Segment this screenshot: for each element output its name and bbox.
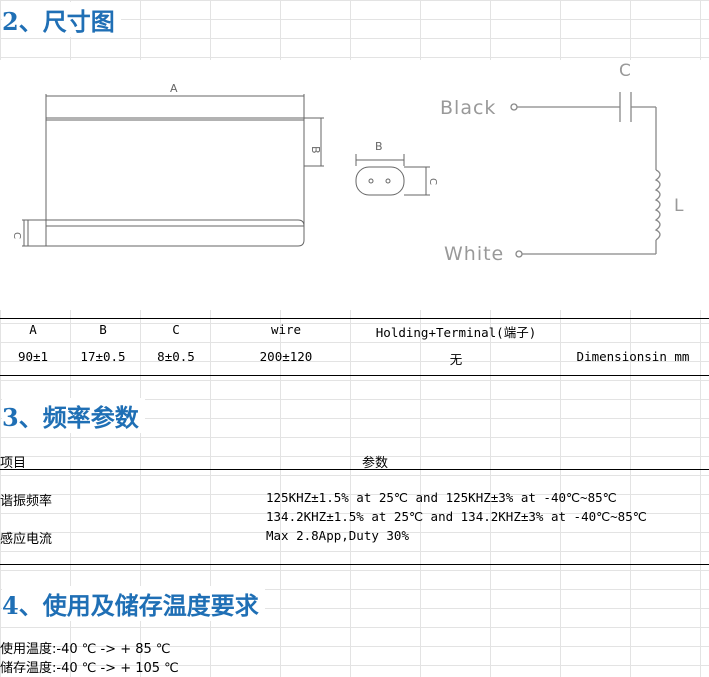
dim-value-terminal: 无 <box>449 352 463 367</box>
end-view <box>355 154 430 196</box>
table-rule-bottom <box>0 375 709 376</box>
temp-operating: 使用温度:-40 ℃ -> + 85 ℃ <box>0 642 171 657</box>
circuit-diagram <box>510 92 661 258</box>
dimension-drawing: A B C B C Black White C L <box>0 60 709 310</box>
section-title-dimensions: 2、尺寸图 <box>2 2 121 37</box>
dim-header-a: A <box>29 322 37 337</box>
dim-header-b: B <box>99 322 107 337</box>
dim-label-c-side: C <box>11 232 22 239</box>
dim-value-c: 8±0.5 <box>157 349 195 364</box>
section-title-temperature: 4、使用及储存温度要求 <box>2 586 265 621</box>
temp-storage: 储存温度:-40 ℃ -> + 105 ℃ <box>0 661 179 676</box>
top-view <box>45 94 324 227</box>
freq-row-resonant-line1: 125KHZ±1.5% at 25℃ and 125KHZ±3% at -40℃… <box>266 490 617 505</box>
dim-header-terminal: Holding+Terminal(端子) <box>375 325 537 340</box>
freq-row-current-value: Max 2.8App,Duty 30% <box>266 528 409 543</box>
dim-header-wire: wire <box>270 322 302 337</box>
dim-label-c-end: C <box>427 178 438 185</box>
dim-header-c: C <box>172 322 180 337</box>
section-title-frequency: 3、频率参数 <box>2 398 145 433</box>
freq-row-current-label: 感应电流 <box>0 532 53 547</box>
freq-row-resonant-label: 谐振频率 <box>0 494 53 509</box>
freq-bottom-rule <box>0 564 709 565</box>
dim-value-wire: 200±120 <box>259 349 313 364</box>
freq-header-param: 参数 <box>362 456 389 471</box>
table-rule-top <box>0 318 709 319</box>
dim-value-a: 90±1 <box>17 349 49 364</box>
freq-header-item: 项目 <box>0 456 27 471</box>
circuit-label-l: L <box>674 196 684 216</box>
dim-label-a: A <box>170 82 178 95</box>
freq-header-rule <box>0 469 709 470</box>
dim-value-b: 17±0.5 <box>80 349 126 364</box>
circuit-label-black: Black <box>440 97 496 119</box>
dim-label-b-end: B <box>375 140 383 153</box>
freq-row-resonant-line2: 134.2KHZ±1.5% at 25℃ and 134.2KHZ±3% at … <box>266 509 647 524</box>
side-view <box>22 219 305 247</box>
circuit-label-white: White <box>444 243 504 265</box>
dim-label-b-side: B <box>309 146 322 154</box>
dim-units-note: Dimensionsin mm <box>576 349 690 364</box>
circuit-label-c: C <box>619 61 631 81</box>
